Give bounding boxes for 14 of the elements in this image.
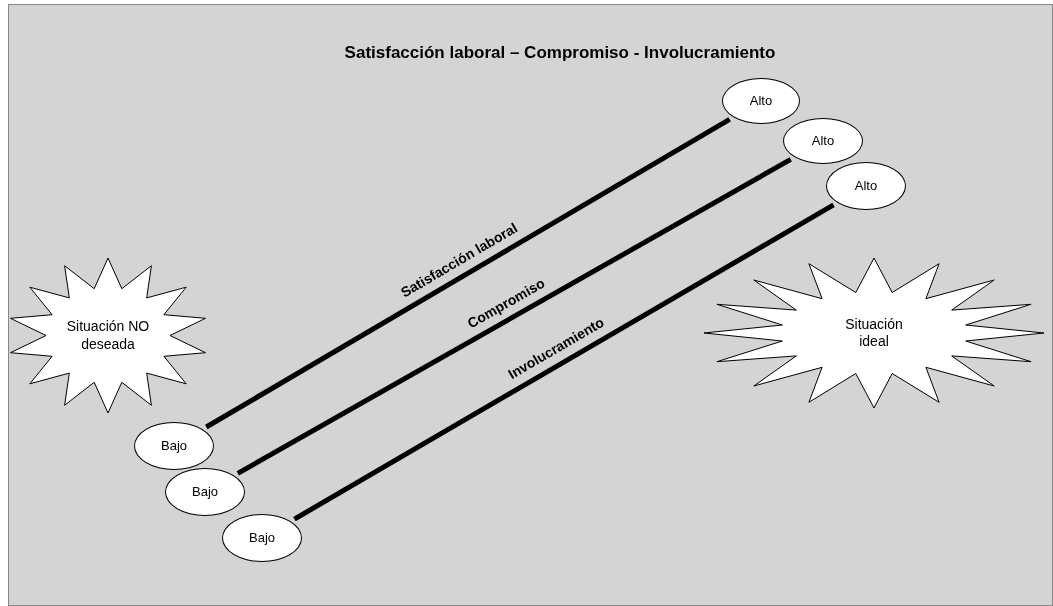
node-label: Alto (811, 132, 835, 151)
node-label: Situación NO deseada (65, 318, 151, 353)
connector-line (205, 117, 731, 430)
connector-line (293, 202, 835, 522)
node-label: Bajo (249, 529, 275, 548)
node-label: Bajo (161, 437, 187, 456)
node-label: Alto (854, 177, 878, 196)
title: Satisfacción laboral – Compromiso - Involucramiento (343, 42, 777, 64)
node-label: Alto (749, 92, 773, 111)
starburst-shape (704, 258, 1044, 408)
node-label: Bajo (192, 483, 218, 502)
connector-line (236, 157, 792, 476)
node-label: Situación ideal (844, 315, 904, 351)
starburst-shape (8, 258, 208, 413)
